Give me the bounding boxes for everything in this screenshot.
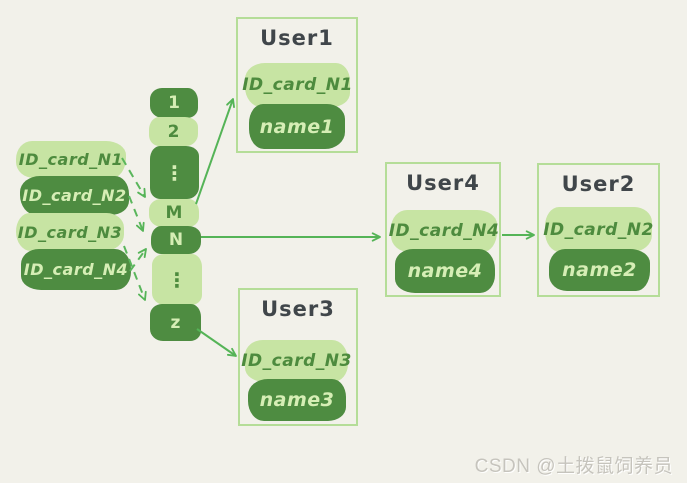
csdn-watermark: CSDN @土拨鼠饲养员 <box>474 456 673 477</box>
user4-name-pill: name4 <box>395 249 495 293</box>
user4-idcard-pill: ID_card_N4 <box>389 210 499 252</box>
idcard-n4-pill: ID_card_N4 <box>21 249 131 290</box>
user4-title: User4 <box>406 171 480 195</box>
idcard-n3-pill: ID_card_N3 <box>16 213 124 251</box>
user1-title: User1 <box>260 26 334 50</box>
user3-box: User3 ID_card_N3 name3 <box>238 288 358 426</box>
arrow-slot-m-to-user1 <box>195 98 235 205</box>
hash-slot-ellipsis-top: ⋮ <box>150 146 199 199</box>
hash-slot-1: 1 <box>150 88 198 118</box>
hash-slot-z: z <box>150 304 201 341</box>
user2-box: User2 ID_card_N2 name2 <box>537 163 660 297</box>
hash-slot-n: N <box>151 226 201 254</box>
user1-name-pill: name1 <box>249 104 345 149</box>
user3-title: User3 <box>261 297 335 321</box>
hash-slot-ellipsis-bottom: ⋮ <box>152 254 202 305</box>
user2-title: User2 <box>561 172 636 196</box>
hash-slot-m: M <box>149 199 199 227</box>
user2-name-pill: name2 <box>549 249 650 291</box>
user3-name-pill: name3 <box>248 379 346 421</box>
user1-idcard-pill: ID_card_N1 <box>242 63 352 107</box>
user4-box: User4 ID_card_N4 name4 <box>385 162 501 297</box>
arrow-idcard-n4-to-slot-n <box>129 248 147 272</box>
arrow-slot-z-to-user3 <box>196 328 237 357</box>
idcard-n1-pill: ID_card_N1 <box>16 141 126 178</box>
idcard-n2-pill: ID_card_N2 <box>20 176 129 215</box>
arrow-idcard-n2-to-slot-n <box>128 195 145 232</box>
user3-idcard-pill: ID_card_N3 <box>241 340 351 382</box>
user2-idcard-pill: ID_card_N2 <box>543 207 653 252</box>
hash-slot-2: 2 <box>149 117 198 146</box>
user1-box: User1 ID_card_N1 name1 <box>236 17 358 153</box>
